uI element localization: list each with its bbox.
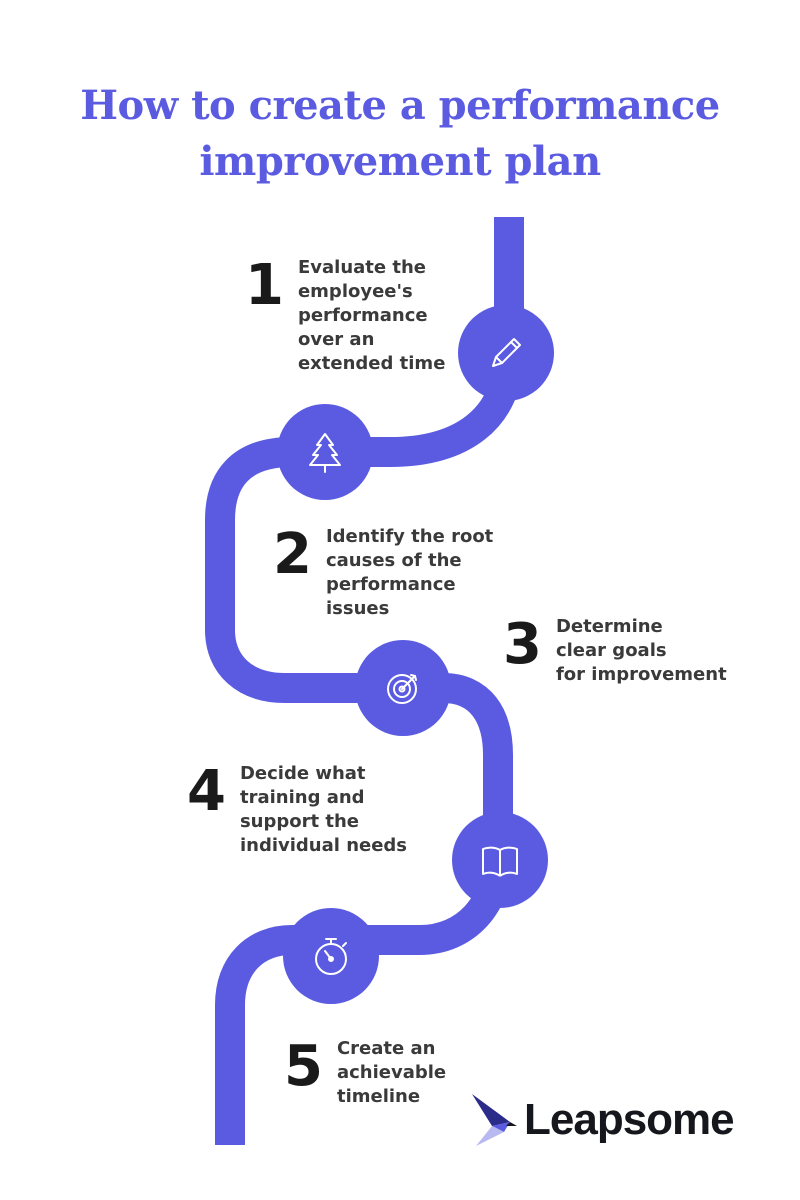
title-line-2: improvement plan xyxy=(199,138,601,185)
step-line: clear goals xyxy=(555,640,667,661)
title-line-1: How to create a performance xyxy=(80,82,720,129)
step-number: 1 xyxy=(245,253,284,318)
target-icon xyxy=(387,674,417,704)
step-number: 3 xyxy=(503,612,542,677)
step-description: Determine clear goals for improvement xyxy=(556,615,727,687)
pencil-icon xyxy=(492,338,521,367)
tree-icon xyxy=(309,433,341,473)
step-description: Decide what training and support the ind… xyxy=(240,762,407,858)
step-line: support the xyxy=(239,811,360,832)
step-4: 4 Decide what training and support the i… xyxy=(187,762,407,858)
logo-text: Leapsome xyxy=(524,1095,735,1144)
step-line: performance xyxy=(297,305,428,326)
step-3: 3 Determine clear goals for improvement xyxy=(503,615,727,687)
leapsome-bird-icon xyxy=(472,1094,517,1146)
step-line: Create an xyxy=(336,1038,436,1059)
step-number: 5 xyxy=(284,1034,323,1099)
step-5: 5 Create an achievable timeline xyxy=(284,1037,446,1109)
book-icon xyxy=(482,846,518,877)
step-line: issues xyxy=(325,598,390,619)
step-number: 2 xyxy=(273,522,312,587)
step-line: Determine xyxy=(555,616,663,637)
step-description: Identify the root causes of the performa… xyxy=(326,525,493,621)
step-line: for improvement xyxy=(555,664,727,685)
step-1-node xyxy=(458,305,554,401)
stopwatch-icon xyxy=(315,938,347,975)
step-description: Create an achievable timeline xyxy=(337,1037,446,1109)
step-line: achievable xyxy=(336,1062,447,1083)
step-number: 4 xyxy=(187,759,226,824)
step-2-node xyxy=(277,404,373,500)
step-line: Evaluate the xyxy=(297,257,426,278)
step-line: Identify the root xyxy=(325,526,494,547)
step-2: 2 Identify the root causes of the perfor… xyxy=(273,525,493,621)
step-line: causes of the xyxy=(325,550,462,571)
step-line: extended time xyxy=(297,353,446,374)
step-line: performance xyxy=(325,574,456,595)
step-4-node xyxy=(452,812,548,908)
step-line: timeline xyxy=(336,1086,421,1107)
step-line: training and xyxy=(239,787,365,808)
step-line: over an xyxy=(297,329,375,350)
step-1: 1 Evaluate the employee's performance ov… xyxy=(245,256,445,376)
leapsome-logo: Leapsome xyxy=(470,1092,735,1148)
step-description: Evaluate the employee's performance over… xyxy=(298,256,445,376)
page-title: How to create a performance improvement … xyxy=(0,78,800,190)
step-5-node xyxy=(283,908,379,1004)
step-line: employee's xyxy=(297,281,413,302)
step-3-node xyxy=(355,640,451,736)
step-line: individual needs xyxy=(239,835,408,856)
step-line: Decide what xyxy=(239,763,366,784)
